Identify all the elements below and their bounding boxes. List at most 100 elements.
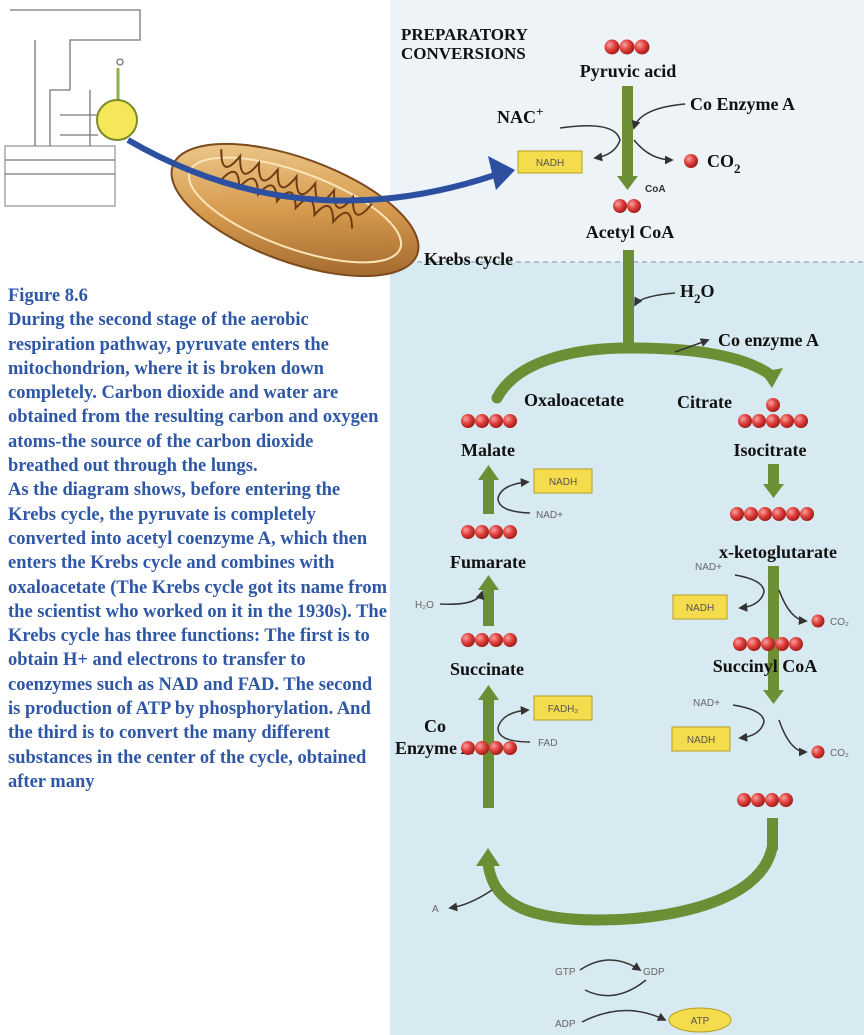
left-arrowhead-3 xyxy=(478,685,499,700)
co2-molecule-top xyxy=(684,154,698,168)
label-nad-right-1: NAD+ xyxy=(695,562,722,573)
nadh-box-right-2 xyxy=(671,726,731,752)
label-acetyl-coa: Acetyl CoA xyxy=(586,222,674,242)
co2-right-2-arrow xyxy=(778,719,808,757)
caption-paragraph-2: As the diagram shows, before entering th… xyxy=(8,480,387,792)
gtp-gdp-arrow xyxy=(579,959,642,971)
label-fad: FAD xyxy=(538,738,557,749)
top-cycle-arrowhead xyxy=(761,368,783,388)
left-arrow-3 xyxy=(483,700,494,808)
fad-arrow xyxy=(497,706,531,743)
nad-left-arrow xyxy=(497,478,531,514)
succinyl-product-molecule xyxy=(737,793,793,807)
succinate-molecule xyxy=(461,633,517,647)
top-cycle-arc xyxy=(491,342,778,404)
label-preparatory-1: PREPARATORY xyxy=(401,25,528,44)
blue-arrow xyxy=(126,137,496,204)
label-nac: NAC+ xyxy=(497,104,543,127)
nadh-box-top xyxy=(517,150,583,174)
label-co2-right-2: CO₂ xyxy=(830,748,849,759)
label-isocitrate: Isocitrate xyxy=(734,440,807,460)
h2o-left-arrow xyxy=(439,590,485,605)
label-nad-right-2: NAD+ xyxy=(693,698,720,709)
label-krebs-cycle: Krebs cycle xyxy=(424,249,513,269)
h2o-in-arrow xyxy=(634,292,676,307)
arrowhead-prep xyxy=(617,176,638,190)
label-succinate: Succinate xyxy=(450,659,524,679)
label-co-enzyme-a-top: Co Enzyme A xyxy=(690,94,795,114)
co2-right-1-arrow xyxy=(778,589,808,626)
bottom-cycle-arrowhead xyxy=(476,848,500,866)
right-arrow-1 xyxy=(768,464,779,486)
citrate-molecule xyxy=(738,398,808,428)
succinyl-coa-molecule xyxy=(733,637,803,651)
fumarate-molecule xyxy=(461,525,517,539)
nad-right-1-arrow xyxy=(734,574,765,612)
label-coa-small: CoA xyxy=(645,184,666,195)
stem-from-acetyl-coa xyxy=(623,250,634,350)
left-arrow-1 xyxy=(483,478,494,514)
label-nad-left: NAD+ xyxy=(536,510,563,521)
right-arrowhead-1 xyxy=(763,484,784,498)
caption-paragraph-1: During the second stage of the aerobic r… xyxy=(8,310,379,477)
label-pyruvic-acid: Pyruvic acid xyxy=(580,61,677,81)
fadh2-box-label: FADH₂ xyxy=(548,704,579,715)
caption-title: Figure 8.6 xyxy=(8,286,88,306)
label-atp: ATP xyxy=(691,1016,710,1027)
label-ketoglutarate: x-ketoglutarate xyxy=(719,542,837,562)
acetyl-coa-molecule xyxy=(613,199,641,213)
left-arrowhead-1 xyxy=(478,465,499,480)
label-oxaloacetate: Oxaloacetate xyxy=(524,390,624,410)
co-enzyme-a-out-arrow xyxy=(674,338,710,353)
oxaloacetate-molecule xyxy=(461,414,517,428)
label-co-enzyme-a-right: Co enzyme A xyxy=(718,330,819,350)
label-preparatory-2: CONVERSIONS xyxy=(401,44,526,63)
label-h2o: H2O xyxy=(680,281,715,306)
a-out-arrow xyxy=(448,889,493,912)
nadh-box-left xyxy=(533,468,593,494)
nad-right-2-arrow xyxy=(732,704,765,742)
label-adp: ADP xyxy=(555,1019,576,1030)
nadh-box-right-1 xyxy=(672,594,728,620)
blue-arrow-head xyxy=(488,156,515,190)
succinyl-left-molecule xyxy=(461,741,517,755)
pyruvic-acid-molecule xyxy=(604,39,650,55)
nadh-box-right-2-label: NADH xyxy=(687,735,715,746)
co2-right-1-molecule xyxy=(811,614,825,628)
nad-to-nadh-arrow xyxy=(559,125,621,162)
co2-out-arrow xyxy=(633,139,674,165)
label-citrate: Citrate xyxy=(677,392,732,412)
nadh-box-right-1-label: NADH xyxy=(686,603,714,614)
bottom-cycle-arc xyxy=(482,842,778,926)
right-arrowhead-2 xyxy=(763,690,784,704)
label-a-small: A xyxy=(432,904,439,915)
label-co2-right-1: CO₂ xyxy=(830,617,849,628)
cell-circle xyxy=(96,99,138,141)
atp-ellipse xyxy=(668,1007,732,1033)
nadh-box-left-label: NADH xyxy=(549,477,577,488)
nadh-box-top-label: NADH xyxy=(536,158,564,169)
label-fumarate: Fumarate xyxy=(450,552,526,572)
ketoglutarate-molecule xyxy=(730,507,814,521)
label-co: Co xyxy=(424,716,446,736)
gdp-gtp-return-arrow xyxy=(584,979,647,997)
co2-right-2-molecule xyxy=(811,745,825,759)
co-enzyme-a-in-arrow xyxy=(631,103,686,130)
label-succinyl-coa: Succinyl CoA xyxy=(713,656,818,676)
label-h2o-left: H₂O xyxy=(415,600,434,611)
fadh2-box xyxy=(533,695,593,721)
label-enzyme-a: Enzyme A xyxy=(395,738,474,758)
adp-atp-arrow xyxy=(581,1009,667,1023)
cell-schematic xyxy=(4,9,141,207)
left-arrow-2 xyxy=(483,588,494,626)
right-arrow-2 xyxy=(768,566,779,691)
right-arrow-3 xyxy=(767,818,778,850)
left-arrowhead-2 xyxy=(478,575,499,590)
label-gtp: GTP xyxy=(555,967,576,978)
vertical-arrow-prep xyxy=(622,86,633,176)
label-gdp: GDP xyxy=(643,967,665,978)
figure-caption: Figure 8.6 During the second stage of th… xyxy=(8,284,388,794)
label-malate: Malate xyxy=(461,440,515,460)
label-co2-top: CO2 xyxy=(707,151,741,176)
